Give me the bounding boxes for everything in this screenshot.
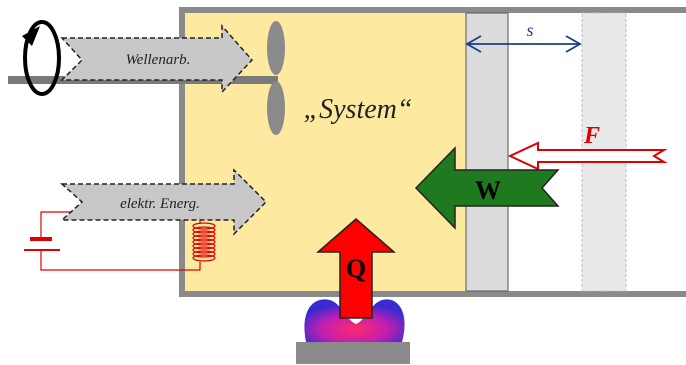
cylinder-walls (179, 7, 686, 297)
coil-icon (192, 222, 216, 262)
force-arrow (507, 141, 668, 171)
displacement-label: s (526, 20, 533, 40)
shaft-work-arrow (60, 24, 254, 94)
burner-base (296, 342, 410, 364)
heat-label: Q (346, 254, 366, 283)
work-arrow (414, 146, 560, 230)
force-label: F (583, 123, 600, 149)
rotation-icon (22, 20, 61, 96)
displacement-arrow (465, 35, 582, 53)
shaft-work-label: Wellenarb. (126, 52, 191, 68)
flame-icon (304, 299, 405, 342)
electric-energy-arrow (60, 168, 268, 236)
heat-arrow (315, 218, 397, 319)
work-label: W (475, 176, 501, 205)
fan-icon (267, 21, 285, 135)
electric-energy-label: elektr. Energ. (120, 196, 200, 212)
system-label: „System“ (304, 94, 413, 125)
battery-icon (24, 237, 60, 251)
piston (465, 12, 509, 292)
